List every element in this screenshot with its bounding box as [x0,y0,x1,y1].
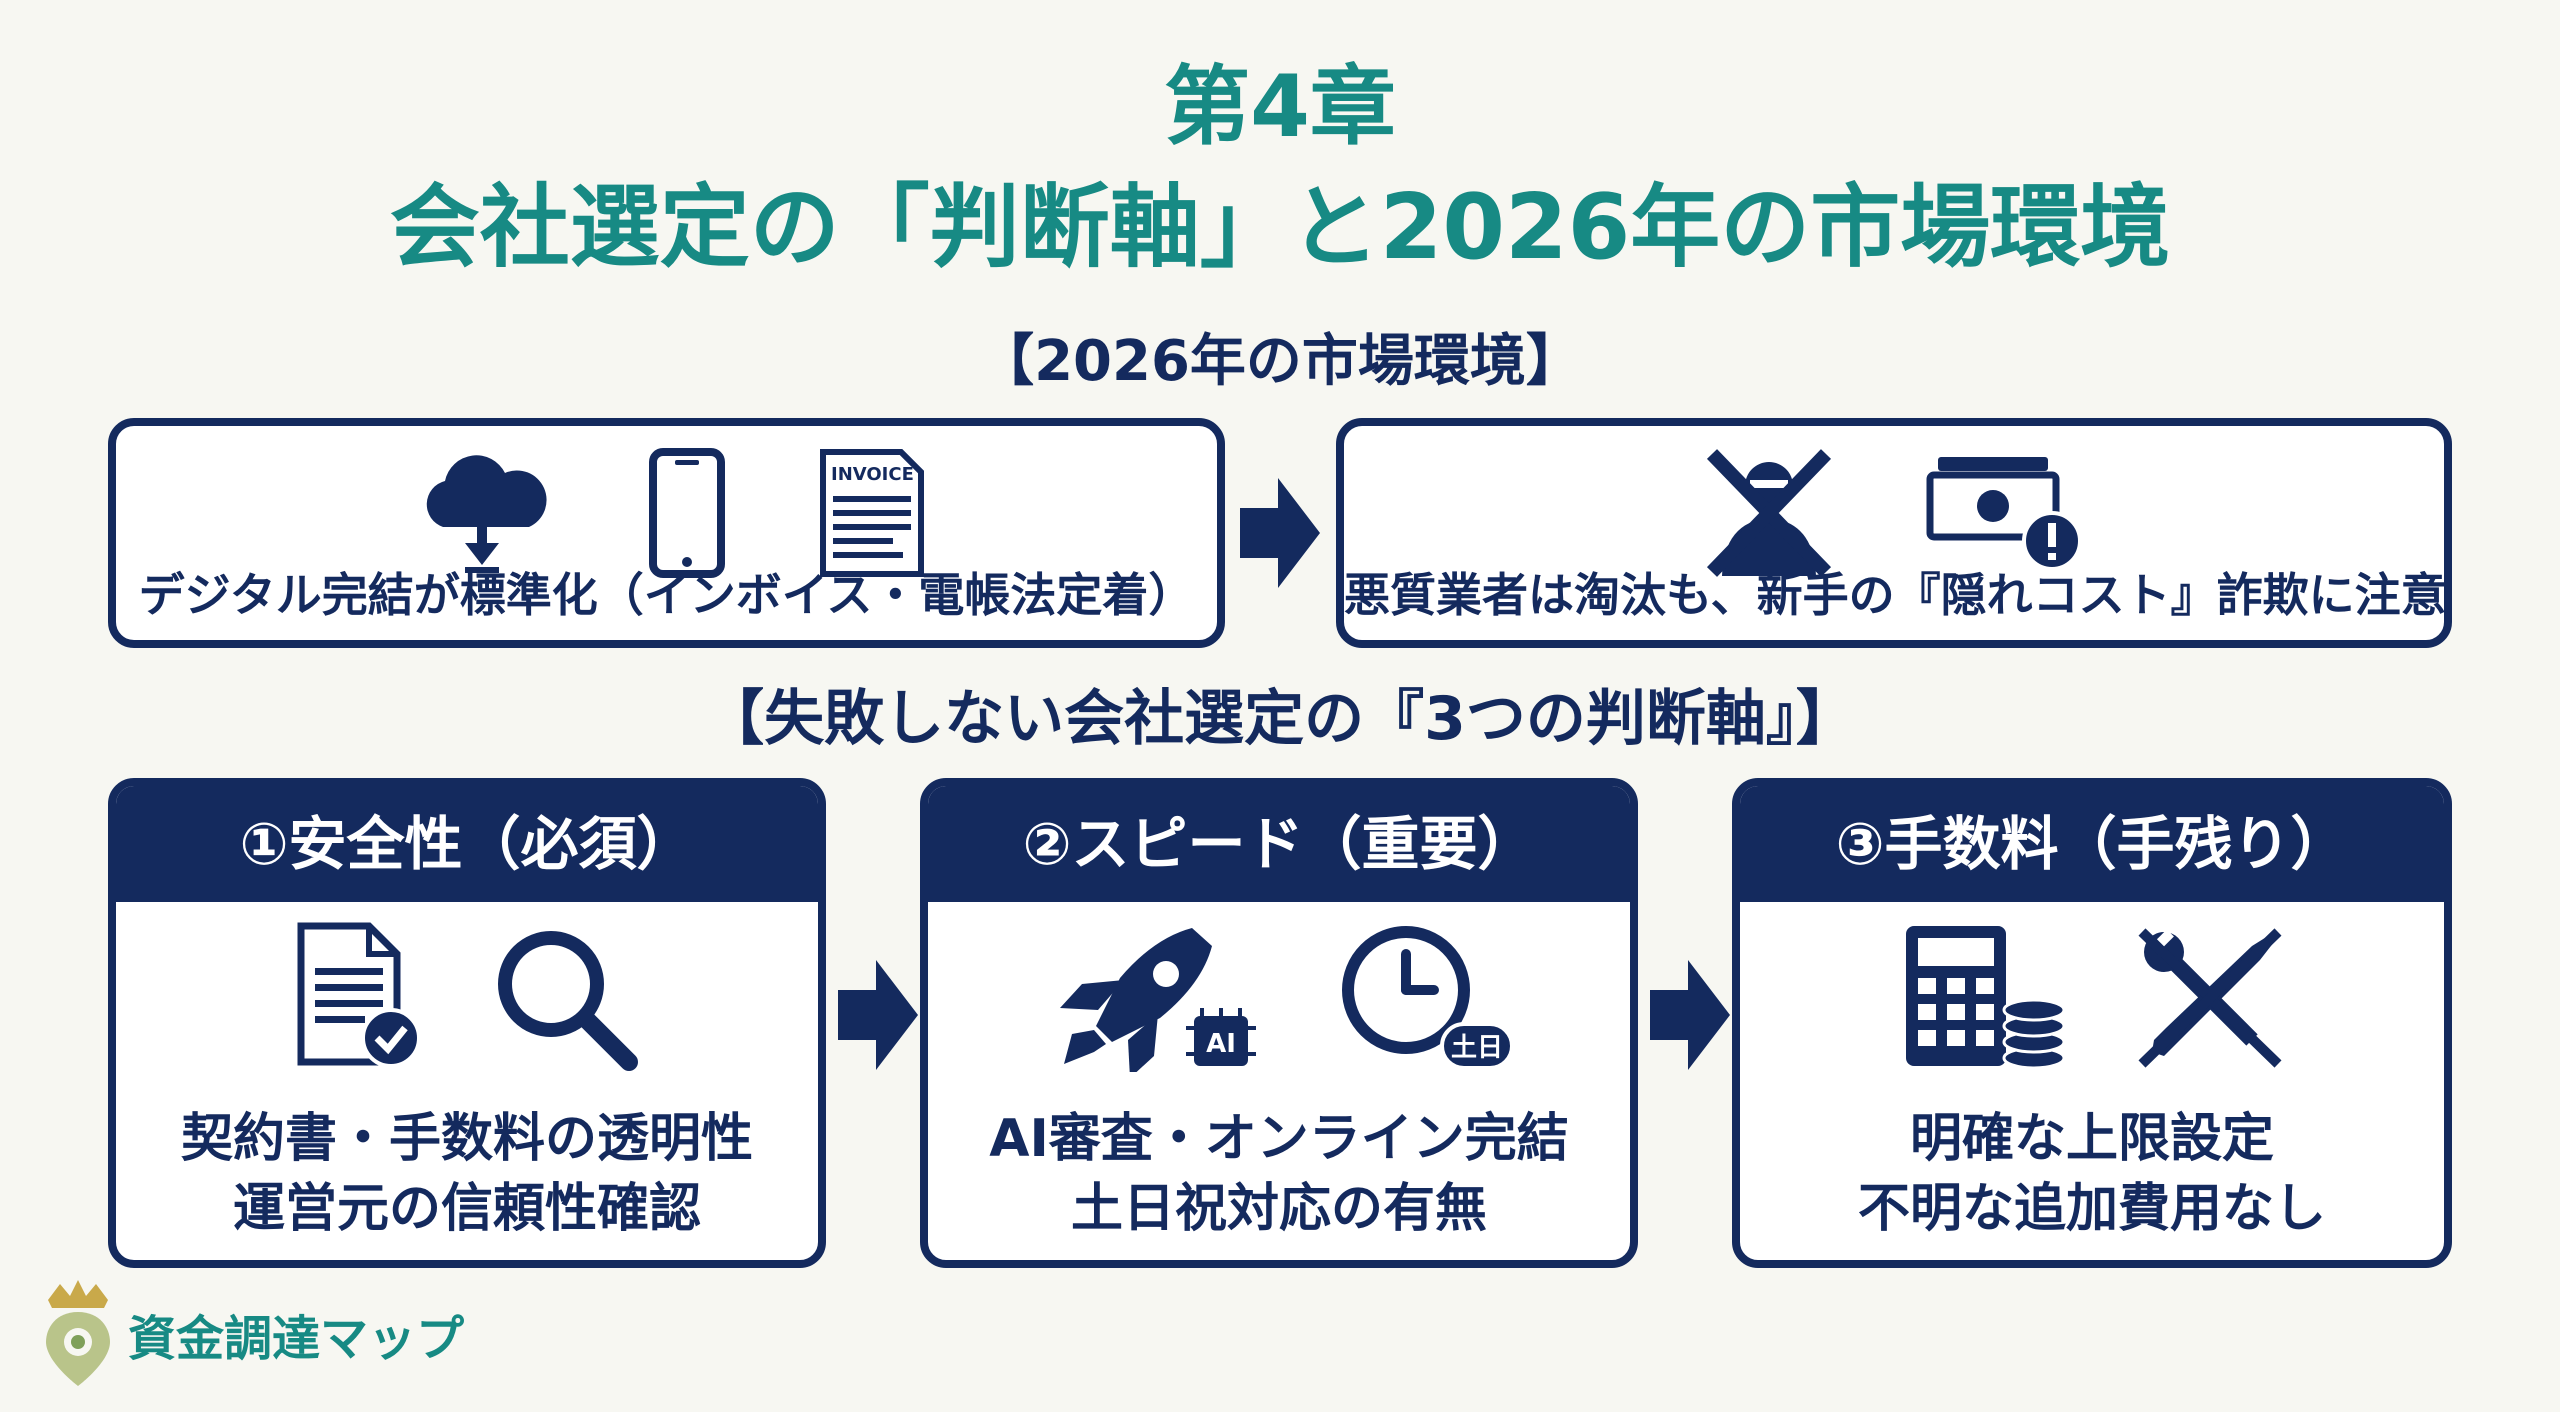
arrow-right-icon [1240,478,1320,588]
crossed-fraudster-icon [1706,449,1832,577]
axis-card-line: 明確な上限設定 [1909,1109,2274,1169]
arrow-right-icon [1650,960,1730,1070]
axis-card-line: 契約書・手数料の透明性 [180,1109,753,1169]
cloud-download-icon [426,455,547,573]
crossed-tools-icon [2138,928,2282,1068]
market-digital-text: デジタル完結が標準化（インボイス・電帳法定着） [138,568,1195,622]
invoice-label: INVOICE [831,464,914,485]
clock-weekend-icon: 土日 [1342,926,1514,1070]
magnifier-icon [498,931,638,1071]
weekend-badge-label: 土日 [1451,1033,1503,1063]
axes-heading: 【失敗しない会社選定の『3つの判断軸』】 [704,684,1856,754]
calculator-coins-icon [1906,926,2066,1070]
money-warning-icon [1926,457,2082,571]
brand-name: 資金調達マップ [128,1311,465,1367]
market-digital-box: INVOICE デジタル完結が標準化（インボイス・電帳法定着） [108,418,1225,648]
smartphone-icon [648,448,725,578]
market-risk-box: 悪質業者は淘汰も、新手の『隠れコスト』詐欺に注意 [1336,418,2452,648]
axis-card-safety: ①安全性（必須） 契約書・手数料の透明性 運営元の信頼性確認 [108,778,826,1268]
axis-card-title: ③手数料（手残り） [1740,786,2444,902]
rocket-ai-icon: AI [1060,928,1256,1072]
axis-card-title: ②スピード（重要） [928,786,1630,902]
axis-card-line: AI審査・オンライン完結 [989,1109,1569,1169]
market-heading: 【2026年の市場環境】 [978,329,1582,394]
page-title: 会社選定の「判断軸」と2026年の市場環境 [389,175,2171,280]
brand-logo-icon [46,1280,110,1386]
market-risk-text: 悪質業者は淘汰も、新手の『隠れコスト』詐欺に注意 [1344,568,2447,622]
axis-card-speed: ②スピード（重要） AI 土日 AI審査・オンライン完結 土日祝 [920,778,1638,1268]
axis-card-line: 土日祝対応の有無 [1070,1179,1487,1239]
axis-card-line: 不明な追加費用なし [1857,1179,2326,1239]
axis-card-title: ①安全性（必須） [116,786,818,902]
axis-card-line: 運営元の信頼性確認 [232,1179,701,1239]
arrow-right-icon [838,960,918,1070]
chapter-number: 第4章 [1164,57,1396,157]
invoice-icon: INVOICE [819,449,924,577]
axis-card-fee: ③手数料（手残り） 明確な上限設定 [1732,778,2452,1268]
document-check-icon [297,922,421,1068]
ai-chip-label: AI [1206,1029,1236,1059]
